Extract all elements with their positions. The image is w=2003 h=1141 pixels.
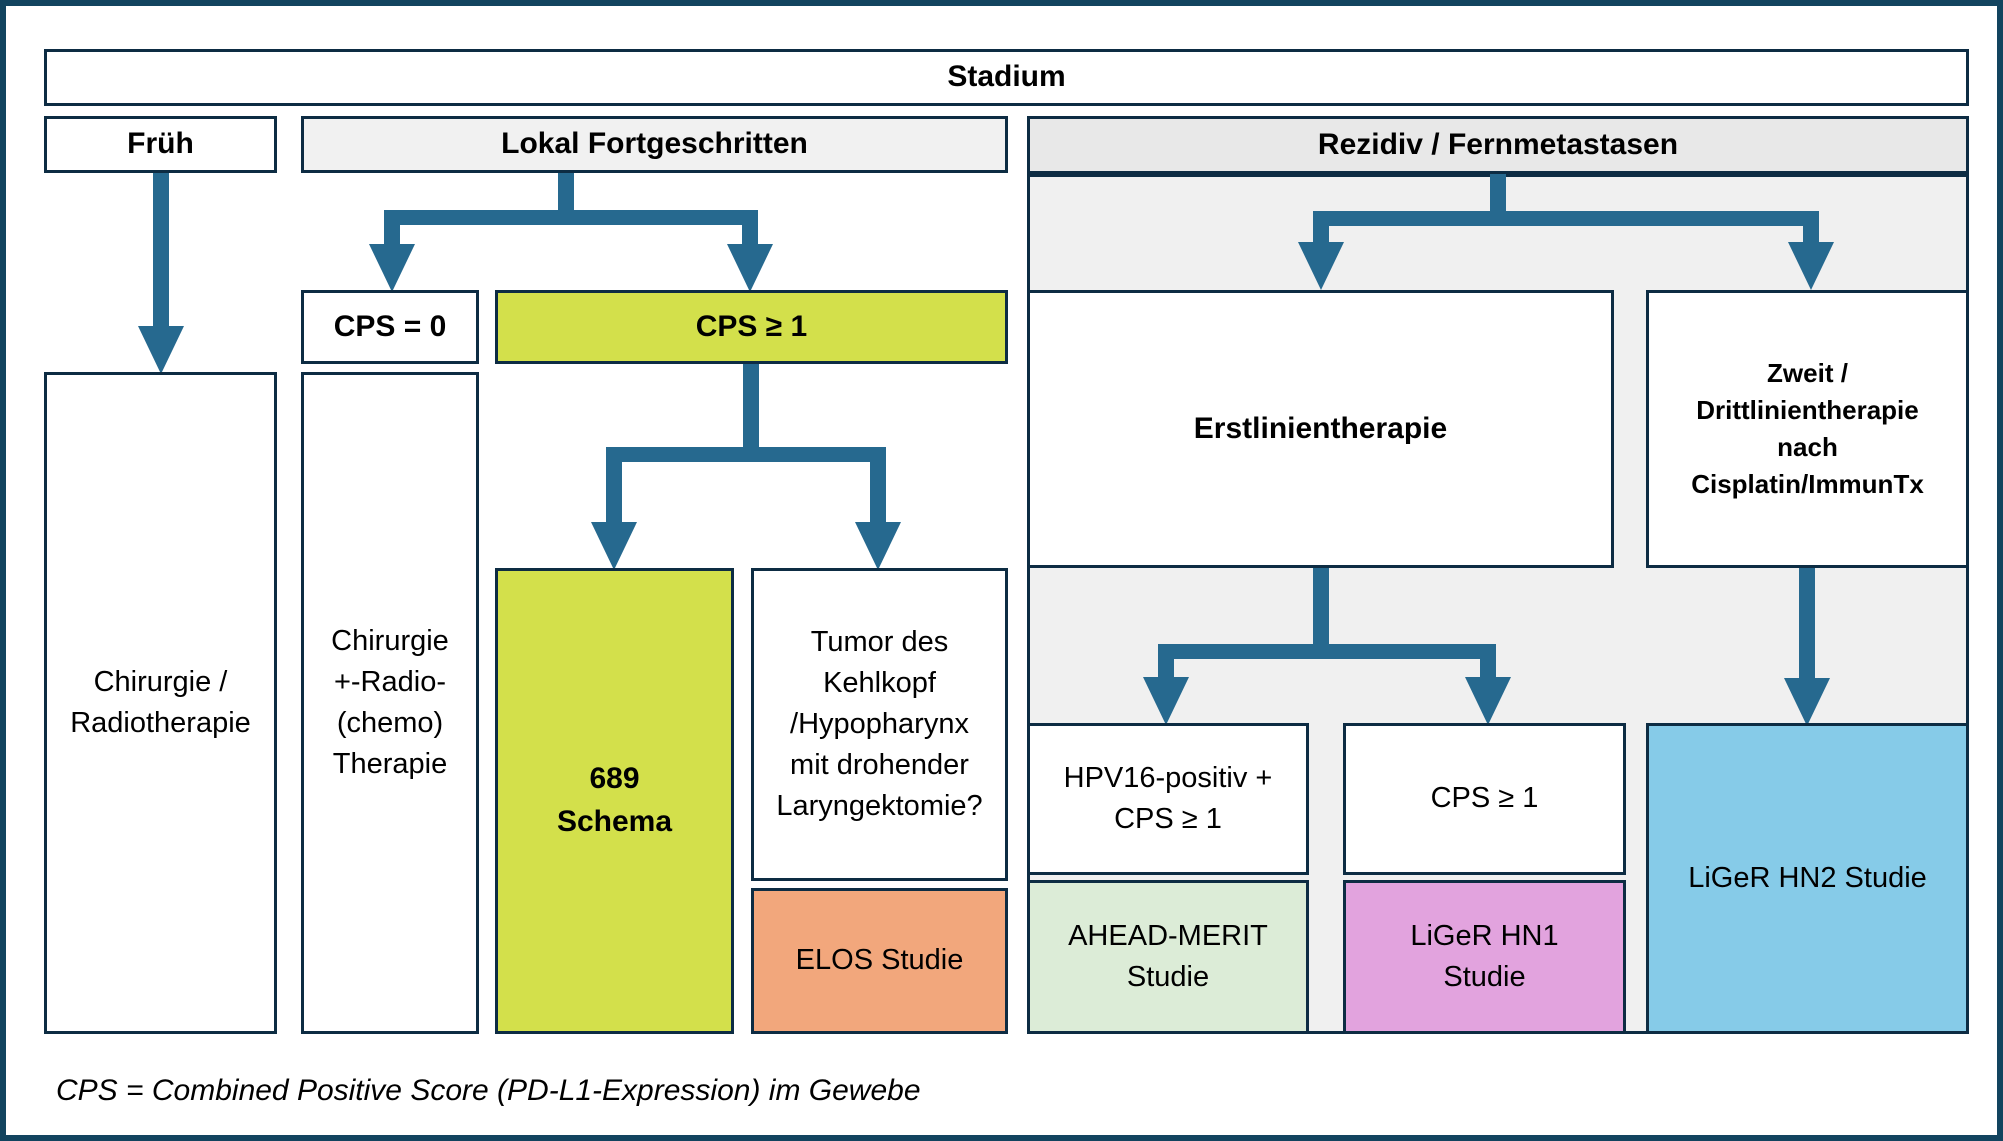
arrow-lokal-stem — [558, 172, 574, 218]
node-cps-ge-1-rechts: CPS ≥ 1 — [1343, 723, 1626, 875]
arrow-lokal-left-head — [369, 244, 415, 292]
arrow-erstlinie-right-drop — [1480, 644, 1496, 677]
arrow-rezidiv-bar — [1313, 211, 1819, 226]
arrow-erstlinie-bar — [1158, 644, 1496, 659]
node-zweit-drittlinientherapie: Zweit / Drittlinientherapie nach Cisplat… — [1646, 290, 1969, 568]
arrow-cps1-stem — [743, 362, 759, 454]
node-frueh: Früh — [44, 116, 277, 173]
arrow-zweit-head — [1784, 678, 1830, 726]
cps-footnote: CPS = Combined Positive Score (PD-L1-Exp… — [56, 1074, 921, 1107]
arrow-erstlinie-stem — [1313, 567, 1329, 651]
node-hpv16-positiv: HPV16-positiv + CPS ≥ 1 — [1027, 723, 1309, 875]
node-chirurgie-radiotherapie: Chirurgie / Radiotherapie — [44, 372, 277, 1034]
node-lokal-fortgeschritten: Lokal Fortgeschritten — [301, 116, 1008, 173]
arrow-lokal-bar — [384, 210, 758, 225]
arrow-lokal-right-head — [727, 244, 773, 292]
node-cps-ge-1: CPS ≥ 1 — [495, 290, 1008, 364]
arrow-lokal-left-drop — [384, 210, 400, 244]
node-689-schema: 689 Schema — [495, 568, 734, 1034]
arrow-rezidiv-stem — [1490, 173, 1506, 218]
node-tumor-kehlkopf: Tumor des Kehlkopf /Hypopharynx mit droh… — [751, 568, 1008, 881]
arrow-cps1-left-head — [591, 522, 637, 570]
node-cps-0: CPS = 0 — [301, 290, 479, 364]
arrow-erstlinie-left-drop — [1158, 644, 1174, 677]
arrow-rezidiv-right-drop — [1803, 211, 1819, 242]
arrow-frueh-stem — [153, 172, 169, 326]
arrow-erstlinie-right-head — [1465, 677, 1511, 725]
arrow-zweit-stem — [1799, 567, 1815, 678]
arrow-cps1-bar — [606, 447, 886, 462]
node-liger-hn1-studie: LiGeR HN1 Studie — [1343, 880, 1626, 1034]
arrow-cps1-right-drop — [870, 447, 886, 522]
arrow-cps1-right-head — [855, 522, 901, 570]
arrow-frueh-head — [138, 326, 184, 374]
node-liger-hn2-studie: LiGeR HN2 Studie — [1646, 723, 1969, 1034]
arrow-rezidiv-left-head — [1298, 242, 1344, 290]
arrow-rezidiv-left-drop — [1313, 211, 1329, 242]
arrow-lokal-right-drop — [742, 210, 758, 244]
node-rezidiv-fernmetastasen: Rezidiv / Fernmetastasen — [1027, 116, 1969, 174]
node-stadium: Stadium — [44, 49, 1969, 106]
node-erstlinientherapie: Erstlinientherapie — [1027, 290, 1614, 568]
arrow-rezidiv-right-head — [1788, 242, 1834, 290]
node-chirurgie-radio-chemo: Chirurgie +-Radio- (chemo) Therapie — [301, 372, 479, 1034]
node-elos-studie: ELOS Studie — [751, 888, 1008, 1034]
arrow-erstlinie-left-head — [1143, 677, 1189, 725]
node-ahead-merit-studie: AHEAD-MERIT Studie — [1027, 880, 1309, 1034]
arrow-cps1-left-drop — [606, 447, 622, 522]
